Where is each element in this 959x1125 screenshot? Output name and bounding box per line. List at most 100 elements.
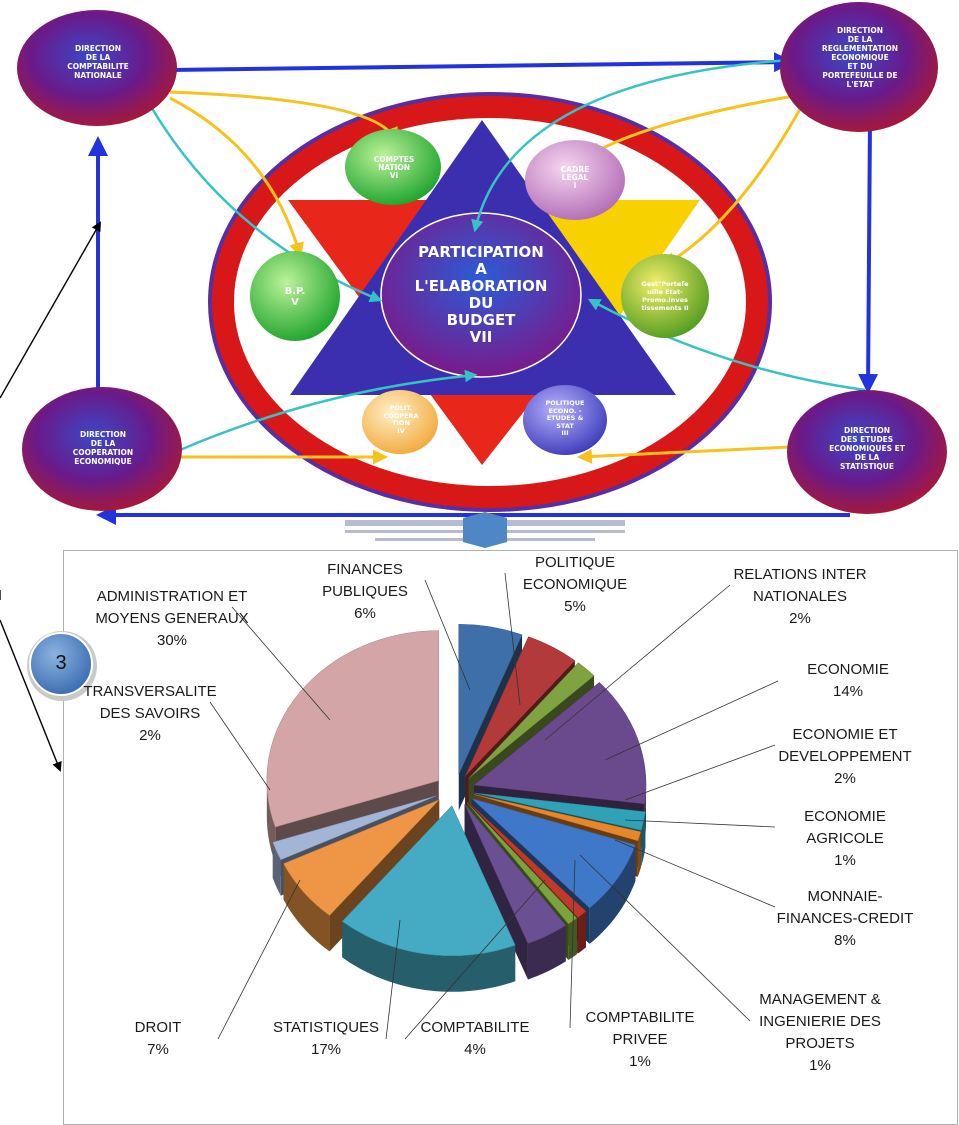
pie-label-text: COMPTABILITE	[585, 1009, 695, 1026]
node-coop	[362, 390, 438, 454]
pie-label-percent: 2%	[834, 770, 856, 787]
node-comptes-label: COMPTES NATION VI	[373, 155, 415, 180]
direction-top-left	[17, 10, 177, 126]
node-pol-label: POLITIQUE ECONO. - ETUDES & STAT III	[545, 399, 585, 437]
direction-top-right-label: DIRECTION DE LA REGLEMENTATION ECONOMIQU…	[821, 26, 899, 89]
pie-label-13: ADMINISTRATION ET MOYENS GENERAUX 30%	[82, 586, 262, 652]
pie-leader-3	[604, 680, 779, 761]
pie-label-percent: 2%	[789, 610, 811, 627]
pie-label-10: STATISTIQUES 17%	[236, 1017, 416, 1061]
pie-leader-2	[544, 584, 731, 741]
pie-label-percent: 1%	[809, 1057, 831, 1074]
pie-label-text: POLITIQUE	[534, 554, 616, 571]
pie-leader-10	[385, 919, 401, 1040]
pie-label-1: POLITIQUE ECONOMIQUE 5%	[485, 552, 665, 618]
pie-leader-12	[209, 701, 271, 791]
pie-leader-6	[614, 839, 776, 908]
pie-label-text: RELATIONS INTER	[733, 566, 867, 583]
node-pol	[523, 385, 607, 455]
pie-label-percent: 2%	[139, 727, 161, 744]
direction-bottom-right	[787, 390, 947, 514]
direction-bottom-right-label: DIRECTION DES ETUDES ECONOMIQUES ET DE L…	[829, 426, 905, 471]
pie-label-6: MONNAIE- FINANCES-CREDIT 8%	[755, 886, 935, 952]
pie-label-text: ADMINISTRATION ET	[96, 588, 248, 605]
pie-label-text: DES SAVOIRS	[99, 705, 201, 722]
cyan-arrows	[148, 58, 866, 452]
pie-leader-9	[404, 879, 546, 1040]
inner-ring-border	[208, 92, 772, 512]
pie-leader-0	[424, 579, 471, 691]
pie-label-text: ECONOMIE	[807, 661, 889, 678]
direction-top-right	[780, 2, 938, 132]
pie-leader-11	[217, 879, 301, 1040]
pie-label-percent: 17%	[310, 1041, 342, 1058]
pie-label-text: ECONOMIE ET	[792, 726, 898, 743]
direction-top-left-label: DIRECTION DE LA COMPTABILITE NATIONALE	[67, 44, 129, 80]
pie-label-0: FINANCES PUBLIQUES 6%	[275, 559, 455, 625]
pie-label-text: PROJETS	[785, 1035, 855, 1052]
pie-leader-4	[624, 744, 776, 801]
pie-label-5: ECONOMIE AGRICOLE 1%	[755, 806, 935, 872]
direction-bottom-left	[22, 387, 182, 511]
pie-label-percent: 14%	[832, 683, 864, 700]
pie-label-percent: 8%	[834, 932, 856, 949]
pie-label-percent: 30%	[156, 632, 188, 649]
pie-leader-7	[579, 854, 751, 1022]
pie-label-text: COMPTABILITE	[420, 1019, 530, 1036]
pie-label-text: AGRICOLE	[806, 830, 884, 847]
pie-slice-10	[341, 805, 516, 992]
pie-label-percent: 1%	[629, 1053, 651, 1070]
pie-label-text: TRANSVERSALITE	[83, 683, 217, 700]
pie-label-percent: 6%	[354, 605, 376, 622]
pie-label-percent: 5%	[564, 598, 586, 615]
center-label: PARTICIPATION A L'ELABORATION DU BUDGET …	[414, 243, 548, 346]
pie-slice-9	[464, 803, 567, 980]
pie-label-text: PUBLIQUES	[322, 583, 408, 600]
node-bp-label: B.P. V	[284, 286, 306, 308]
pie-leader-8	[569, 859, 576, 1029]
pie-label-percent: 1%	[834, 852, 856, 869]
node-cadre-label: CADRE LEGAL I	[560, 165, 590, 190]
pie-label-9: COMPTABILITE 4%	[385, 1017, 565, 1061]
pie-label-2: RELATIONS INTER NATIONALES 2%	[710, 564, 890, 630]
node-gest-label: Gest°Portefe uille Etat- Promo.Inves tis…	[641, 280, 689, 312]
pie-label-7: MANAGEMENT & INGENIERIE DES PROJETS 1%	[730, 989, 910, 1077]
node-bp	[250, 251, 340, 341]
pie-label-text: MANAGEMENT &	[759, 991, 881, 1008]
pie-label-text: DEVELOPPEMENT	[778, 748, 912, 765]
pie-label-12: TRANSVERSALITE DES SAVOIRS 2%	[60, 681, 240, 747]
pie-label-text: DROIT	[134, 1019, 182, 1036]
pie-label-11: DROIT 7%	[68, 1017, 248, 1061]
pie-label-text: MOYENS GENERAUX	[95, 610, 249, 627]
pie-label-percent: 7%	[147, 1041, 169, 1058]
connector-graphic	[345, 512, 625, 548]
pie-label-text: MONNAIE-	[807, 888, 883, 905]
pie-label-text: PRIVEE	[612, 1031, 668, 1048]
pie-label-text: INGENIERIE DES	[759, 1013, 881, 1030]
pie-label-4: ECONOMIE ET DEVELOPPEMENT 2%	[755, 724, 935, 790]
node-comptes	[345, 129, 441, 205]
pie-leader-1	[504, 572, 521, 706]
node-cadre	[525, 140, 625, 220]
direction-bottom-left-label: DIRECTION DE LA COOPERATION ECONOMIQUE	[72, 430, 134, 466]
label-leaders	[209, 572, 779, 1040]
pie-label-text: ECONOMIE	[804, 808, 886, 825]
pie-leader-13	[231, 606, 331, 721]
pie-label-text: STATISTIQUES	[272, 1019, 380, 1036]
pie-label-text: ECONOMIQUE	[522, 576, 628, 593]
pie-label-text: FINANCES-CREDIT	[776, 910, 914, 927]
pie-label-text: FINANCES	[327, 561, 403, 578]
pointer-arrows	[0, 221, 101, 772]
pie-label-text: NATIONALES	[753, 588, 847, 605]
pie-label-percent: 4%	[464, 1041, 486, 1058]
outer-ring	[210, 94, 770, 510]
pie-leader-5	[624, 819, 776, 828]
pie-chart	[266, 624, 647, 992]
pie-label-8: COMPTABILITE PRIVEE 1%	[550, 1007, 730, 1073]
step-badge-number: 3	[55, 652, 67, 674]
node-gest	[621, 254, 709, 338]
node-coop-label: POLIT. COOPERA TION IV	[383, 404, 419, 435]
pie-label-3: ECONOMIE 14%	[758, 659, 938, 703]
